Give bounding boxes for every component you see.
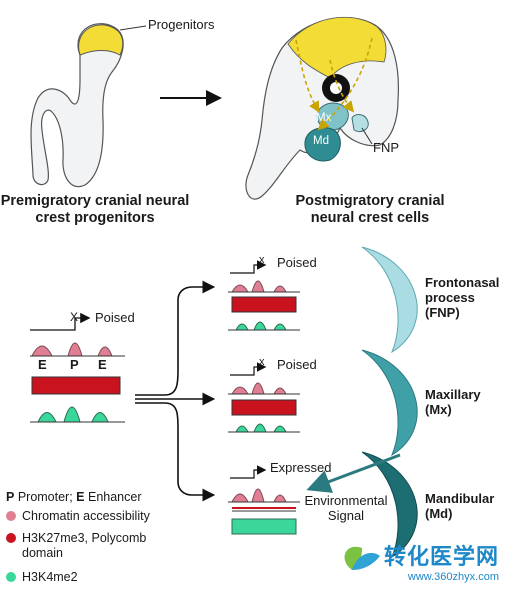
legend-promoter-letter: P [6,490,15,504]
left-state-label: Poised [95,310,135,325]
legend-enhancer-letter: E [76,490,85,504]
enhancer-letter-2: E [98,357,107,372]
watermark: 转化医学网 www.360zhyx.com [384,539,499,583]
md-crescent [361,451,418,559]
legend-h3k27me3: H3K27me3, Polycomb domain [6,531,172,561]
legend-red-dot [6,533,16,543]
md-label: Md [313,135,329,147]
branch-connectors [135,280,216,502]
mx-label: Mx [316,112,332,124]
mx-region-label: Maxillary (Mx) [425,387,481,417]
postmigratory-embryo [245,16,399,200]
environmental-signal-label: Environmental Signal [304,493,388,523]
watermark-url: www.360zhyx.com [407,571,499,583]
legend-enhancer-text: Enhancer [84,490,142,504]
legend-item-label: Chromatin accessibility [22,509,150,523]
legend-pink-dot [6,511,16,521]
mx-crescent [361,349,418,457]
legend-chromatin-accessibility: Chromatin accessibility [6,509,150,523]
branch-fnp-chromatin [228,260,300,331]
left-x-mark: X [70,310,79,324]
md-region-label: Mandibular (Md) [425,491,495,521]
progenitors-label: Progenitors [148,17,215,32]
branch-3-state: Expressed [270,460,332,475]
fnp-label: FNP [373,140,399,155]
legend-item-label: H3K27me3, Polycomb domain [22,531,147,560]
left-chromatin-panel [30,312,125,423]
branch-md-chromatin [228,465,300,535]
legend-item-label: H3K4me2 [22,570,78,584]
promoter-letter: P [70,357,79,372]
watermark-logo [344,546,380,570]
branch-1-x-mark: x [259,254,265,266]
watermark-cn: 转化医学网 [383,544,499,569]
premigratory-title: Premigratory cranial neural crest progen… [0,193,190,226]
legend-promoter-text: Promoter; [14,490,77,504]
premigratory-embryo [30,23,147,188]
branch-1-state: Poised [277,255,317,270]
legend-h3k4me2: H3K4me2 [6,570,78,584]
legend-pe-row: P Promoter; E Enhancer [6,490,142,504]
fnp-region-label: Frontonasal process (FNP) [425,275,500,320]
branch-2-x-mark: x [259,356,265,368]
branch-2-state: Poised [277,357,317,372]
legend-green-dot [6,572,16,582]
fnp-crescent [361,246,418,354]
branch-mx-chromatin [228,362,300,433]
enhancer-letter-1: E [38,357,47,372]
environmental-signal-arrow [306,453,401,493]
postmigratory-title: Postmigratory cranial neural crest cells [295,193,445,226]
